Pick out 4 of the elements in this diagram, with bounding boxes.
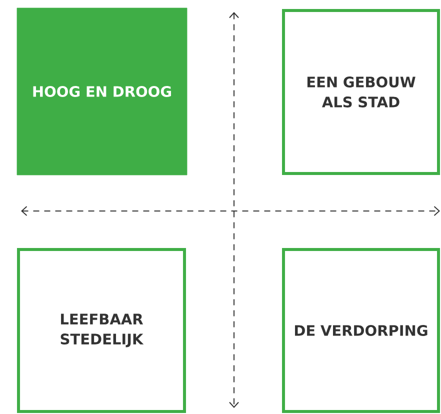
quadrant-box: DE VERDORPING [282,248,440,413]
quadrant-box: HOOG EN DROOG [16,8,188,176]
quadrant-box: LEEFBAAR STEDELIJK [17,248,186,413]
quadrant-box: EEN GEBOUW ALS STAD [282,9,440,175]
